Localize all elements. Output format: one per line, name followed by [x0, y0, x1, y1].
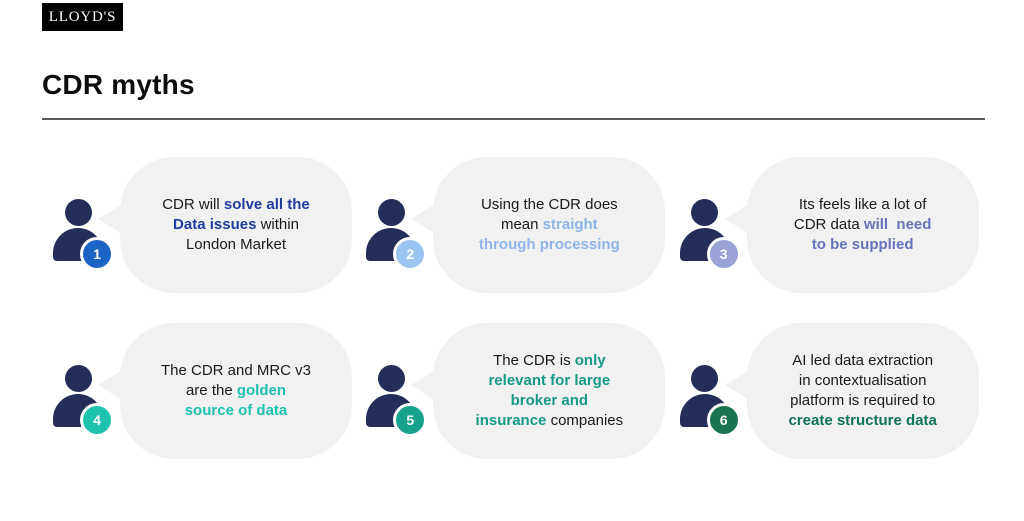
person-icon: 5 — [365, 365, 428, 437]
myth-card-5: 5 The CDR is only relevant for large bro… — [355, 323, 668, 459]
myth-text: Its feels like a lot of CDR data will ne… — [793, 196, 932, 253]
lloyds-logo-text: LLOYD'S — [48, 8, 117, 25]
speech-bubble-tail — [98, 203, 124, 235]
myth-card-1: 1 CDR will solve all the Data issues wit… — [42, 157, 355, 293]
speech-bubble-tail — [98, 369, 124, 401]
myth-number-badge: 1 — [80, 237, 114, 271]
person-head — [377, 365, 405, 392]
myth-text: The CDR is only relevant for large broke… — [475, 352, 624, 429]
person-head — [64, 199, 92, 226]
myth-text: Using the CDR does mean straight through… — [478, 196, 620, 253]
myth-number-badge: 6 — [706, 403, 741, 437]
myth-number-badge: 3 — [706, 237, 741, 271]
myth-text: CDR will solve all the Data issues withi… — [162, 196, 310, 253]
person-head — [64, 365, 92, 392]
myth-card-4: 4 The CDR and MRC v3 are the golden sour… — [42, 323, 355, 459]
myth-text: AI led data extraction in contextualisat… — [788, 352, 937, 429]
myth-card-3: 3 Its feels like a lot of CDR data will … — [669, 157, 982, 293]
person-icon: 1 — [52, 199, 114, 271]
myth-card-6: 6 AI led data extraction in contextualis… — [669, 323, 982, 459]
person-icon: 4 — [52, 365, 114, 437]
myth-number-badge: 4 — [80, 403, 114, 437]
person-head — [377, 199, 405, 226]
speech-bubble: CDR will solve all the Data issues withi… — [98, 157, 352, 293]
speech-bubble-tail — [411, 369, 438, 401]
speech-bubble-tail — [724, 203, 751, 235]
myth-number-badge: 2 — [393, 237, 428, 271]
header-divider — [42, 118, 985, 120]
myth-card-2: 2 Using the CDR does mean straight throu… — [355, 157, 668, 293]
page-title: CDR myths — [42, 68, 195, 100]
speech-bubble: AI led data extraction in contextualisat… — [724, 323, 979, 459]
person-head — [691, 365, 719, 392]
speech-bubble: Its feels like a lot of CDR data will ne… — [724, 157, 979, 293]
person-icon: 6 — [679, 365, 741, 437]
person-head — [691, 199, 719, 226]
speech-bubble: The CDR is only relevant for large broke… — [411, 323, 666, 459]
myth-text: The CDR and MRC v3 are the golden source… — [160, 362, 312, 419]
person-icon: 3 — [679, 199, 741, 271]
speech-bubble: Using the CDR does mean straight through… — [411, 157, 666, 293]
myth-grid: 1 CDR will solve all the Data issues wit… — [42, 157, 982, 459]
speech-bubble: The CDR and MRC v3 are the golden source… — [98, 323, 352, 459]
speech-bubble-tail — [724, 369, 751, 401]
myth-number-badge: 5 — [393, 403, 428, 437]
speech-bubble-tail — [411, 203, 438, 235]
person-icon: 2 — [365, 199, 428, 271]
lloyds-logo: LLOYD'S — [42, 3, 123, 31]
